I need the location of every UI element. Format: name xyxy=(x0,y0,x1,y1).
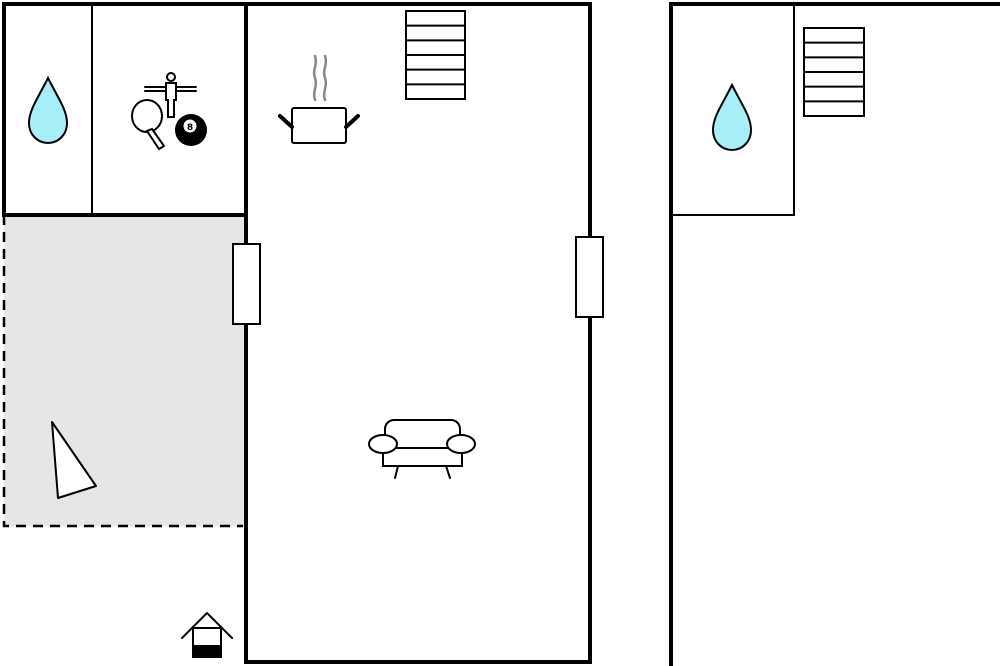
window-east xyxy=(575,236,604,318)
eight-ball-icon xyxy=(175,114,207,146)
house-entrance-icon xyxy=(181,612,233,658)
sofa-icon xyxy=(368,419,476,479)
upper-floor-walls xyxy=(669,2,1000,666)
cooking-pot-icon xyxy=(278,54,360,144)
compass-needle-icon xyxy=(51,421,97,499)
foosball-icon xyxy=(144,72,197,118)
table-tennis-paddle-icon xyxy=(131,99,166,151)
water-drop-icon xyxy=(711,82,753,152)
games-icon: 8 xyxy=(131,72,207,151)
terrace xyxy=(2,215,245,528)
water-drop-icon xyxy=(27,75,69,145)
eight-ball-label: 8 xyxy=(187,123,193,133)
stairs-icon xyxy=(803,27,865,117)
ground-floor-walls xyxy=(2,2,592,664)
window-west xyxy=(232,243,261,325)
stairs-icon xyxy=(405,10,466,100)
